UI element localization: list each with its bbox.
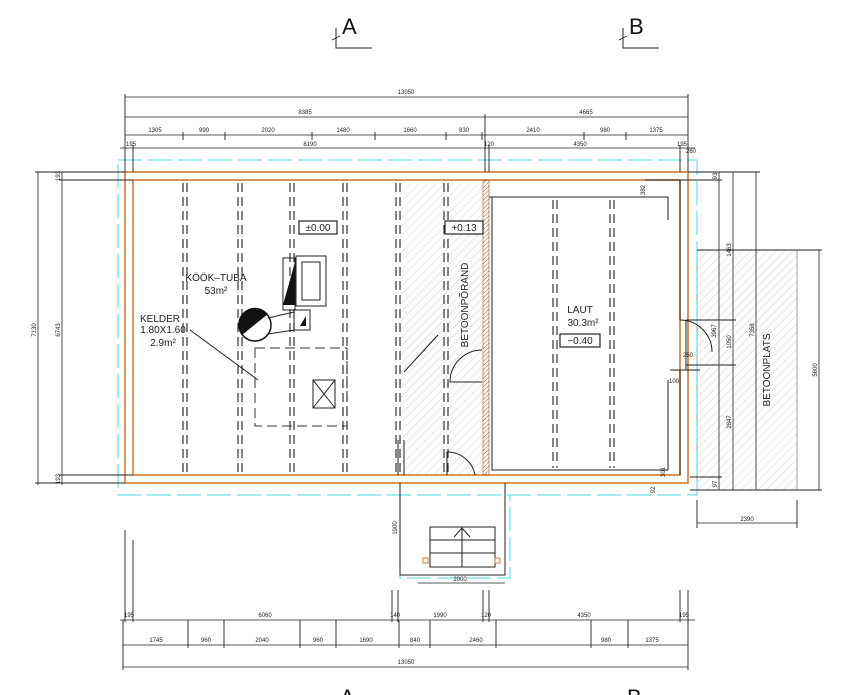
- dimension-label: 960: [201, 638, 212, 644]
- dimension-label: 120: [481, 613, 492, 619]
- dimension-label: ±0.00: [306, 223, 331, 234]
- dimensions-left: 7130 6743 193 193: [32, 170, 133, 485]
- dimension-label: 2040: [255, 638, 269, 644]
- dimension-label: 840: [410, 638, 421, 644]
- dimension-label: 980: [601, 638, 612, 644]
- dimension-label: 92: [651, 486, 657, 493]
- dimension-label: 980: [600, 128, 611, 134]
- dimension-label: 8385: [298, 110, 312, 116]
- dimension-label: 4665: [579, 110, 593, 116]
- dim-porch-width: 2000: [453, 577, 467, 583]
- room-kitchen-area: 53m²: [205, 286, 228, 297]
- dimension-label: A: [342, 14, 357, 39]
- dimension-label: 1990: [433, 613, 447, 619]
- dimension-label: 13050: [398, 90, 415, 96]
- entrance-stairs: 1900 2000: [393, 483, 506, 584]
- level-veranda: +0.13: [444, 220, 484, 235]
- dimension-label: 1375: [649, 128, 663, 134]
- dimension-label: 195: [679, 613, 690, 619]
- dimension-label: +0.13: [451, 223, 477, 234]
- dimension-label: 3967: [712, 324, 718, 338]
- door-shed: [679, 319, 713, 353]
- level-shed: −0.40: [559, 333, 601, 348]
- dimension-label: 6743: [56, 323, 62, 337]
- section-mark-a-top: A: [331, 14, 372, 49]
- dim-porch-depth: 1900: [393, 521, 399, 535]
- walls: [124, 171, 700, 484]
- dimension-label: 382: [641, 184, 647, 195]
- dimension-label: 960: [313, 638, 324, 644]
- dimension-label: 301: [661, 466, 667, 477]
- room-shed-area: 30.3m²: [567, 318, 599, 329]
- dimension-label: 2020: [261, 128, 275, 134]
- room-cellar-area: 2.9m²: [150, 338, 176, 349]
- room-kitchen-name: KÖÖK–TUBA: [185, 272, 246, 284]
- dimension-label: 1660: [403, 128, 417, 134]
- room-cellar-name: KELDER: [140, 314, 180, 325]
- dimension-label: 193: [56, 170, 62, 181]
- concrete-slab: [696, 249, 798, 491]
- dimensions-right: 382 93 1463 7358 3967 1050 250 100 2847 …: [641, 171, 822, 528]
- dimension-label: 2847: [727, 415, 733, 429]
- dimension-label: 4350: [577, 613, 591, 619]
- dimension-label: 250: [683, 353, 694, 359]
- dimension-label: −0.40: [567, 336, 593, 347]
- level-kitchen: ±0.00: [298, 220, 338, 235]
- stove-icon: [238, 255, 327, 342]
- dimensions-bottom: 195 6060 140 1990 120 4350 195 1745 960 …: [120, 530, 695, 670]
- section-mark-b-bottom: B: [627, 685, 642, 695]
- dimensions-top: 13050 8385 4665 1305 990 2020 1480 1660 …: [120, 90, 697, 172]
- section-mark-b-top: B: [618, 14, 659, 49]
- dimension-label: 100: [669, 379, 680, 385]
- dimension-label: 1375: [645, 638, 659, 644]
- dimension-label: 2460: [469, 638, 483, 644]
- dimension-label: 1480: [336, 128, 350, 134]
- dimension-label: 8190: [303, 142, 317, 148]
- dimension-label: 195: [126, 142, 137, 148]
- cellar-outline: [189, 329, 439, 427]
- dimension-label: 2410: [526, 128, 540, 134]
- dimension-label: 93: [713, 172, 719, 179]
- slab-name: BETOONPLATS: [762, 333, 773, 406]
- dimension-label: 13050: [398, 660, 415, 666]
- dimension-label: 830: [459, 128, 470, 134]
- dimension-label: 5600: [813, 363, 819, 377]
- partition-wall: [482, 179, 490, 476]
- dimension-label: 7358: [750, 323, 756, 337]
- dimension-label: B: [629, 14, 644, 39]
- dimension-label: 97: [713, 480, 719, 487]
- dimension-label: 120: [484, 142, 495, 148]
- dimension-label: 260: [686, 149, 697, 155]
- dimension-label: 195: [677, 142, 688, 148]
- dimension-label: 2390: [740, 517, 754, 523]
- section-mark-a-bottom: A: [340, 685, 355, 695]
- dimension-label: 7130: [32, 323, 38, 337]
- room-veranda-name: BETOONPÕRAND: [458, 263, 471, 348]
- roof-outline: [117, 159, 698, 496]
- dimension-label: 1690: [359, 638, 373, 644]
- dimension-label: 193: [56, 473, 62, 484]
- dimension-label: 1050: [727, 335, 733, 349]
- dimension-label: 1305: [148, 128, 162, 134]
- dimension-label: 4350: [573, 142, 587, 148]
- dimension-label: 6060: [258, 613, 272, 619]
- dimension-label: 140: [390, 613, 401, 619]
- room-cellar-size: 1.80X1.60: [140, 325, 186, 336]
- room-shed-name: LAUT: [567, 305, 593, 316]
- dimension-label: 1745: [149, 638, 163, 644]
- door-veranda: [449, 349, 483, 383]
- dimension-label: 1463: [727, 243, 733, 257]
- door-entrance: [446, 451, 476, 476]
- dimension-label: 990: [199, 128, 210, 134]
- dimension-label: 195: [124, 613, 135, 619]
